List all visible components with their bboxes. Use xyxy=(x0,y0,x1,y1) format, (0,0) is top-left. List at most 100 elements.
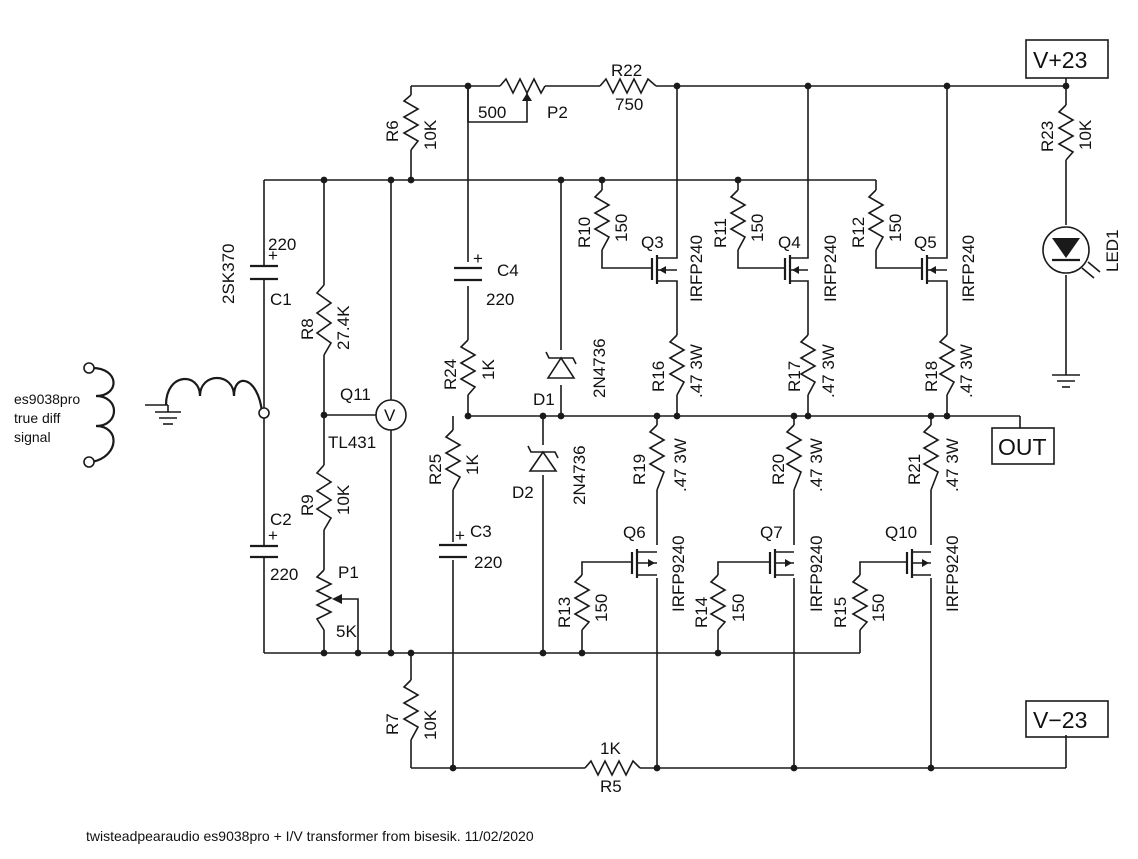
r10-value: 150 xyxy=(612,214,631,242)
p2-value: 500 xyxy=(478,103,506,122)
led1-label: LED1 xyxy=(1103,229,1122,272)
c1-symbol xyxy=(250,264,278,281)
capacitors: + + + + xyxy=(250,246,483,559)
r19-label: R19 xyxy=(630,454,649,485)
r23-value: 10K xyxy=(1076,119,1095,150)
c2-symbol xyxy=(250,544,278,559)
r18-value: .47 3W xyxy=(957,344,976,398)
led1-symbol xyxy=(1042,226,1101,279)
p2-label: P2 xyxy=(547,103,568,122)
q5-value: IRFP240 xyxy=(959,235,978,302)
r25-value: 1K xyxy=(463,454,482,475)
r7-label: R7 xyxy=(383,713,402,735)
r9-value: 10K xyxy=(334,484,353,515)
r6-label: R6 xyxy=(383,120,402,142)
q7-value: IRFP9240 xyxy=(807,535,826,612)
q3-symbol xyxy=(650,255,678,285)
c1-label: C1 xyxy=(270,290,292,309)
r5-symbol xyxy=(584,759,641,777)
q10-label: Q10 xyxy=(885,523,917,542)
r25-symbol xyxy=(444,429,462,491)
q6-value: IRFP9240 xyxy=(669,535,688,612)
r10-label: R10 xyxy=(575,217,594,248)
tl431-glyph: V xyxy=(384,406,396,425)
source-label-1: es9038pro xyxy=(14,391,80,407)
r23-label: R23 xyxy=(1038,121,1057,152)
zeners xyxy=(527,351,577,472)
r24-symbol xyxy=(459,339,477,396)
q5-symbol xyxy=(920,255,948,285)
r10-symbol xyxy=(593,189,611,251)
c3-label: C3 xyxy=(470,522,492,541)
d1-value: 2N4736 xyxy=(590,338,609,398)
junctions xyxy=(320,82,1070,772)
r12-label: R12 xyxy=(849,217,868,248)
r23-symbol xyxy=(1057,104,1075,161)
q5-label: Q5 xyxy=(914,233,937,252)
caption: twisteadpearaudio es9038pro + I/V transf… xyxy=(86,828,534,844)
r16-label: R16 xyxy=(649,361,668,392)
c4-label: C4 xyxy=(497,261,519,280)
d1-symbol xyxy=(545,351,577,379)
d2-symbol xyxy=(527,445,559,472)
r20-value: .47 3W xyxy=(807,438,826,492)
wires xyxy=(263,78,1067,769)
q4-label: Q4 xyxy=(778,233,801,252)
q7-label: Q7 xyxy=(760,523,783,542)
r16-symbol xyxy=(668,334,686,396)
q10-symbol xyxy=(905,549,931,578)
q10-value: IRFP9240 xyxy=(943,535,962,612)
r7-value: 10K xyxy=(421,709,440,740)
c4-symbol xyxy=(454,266,482,282)
r14-label: R14 xyxy=(692,597,711,628)
r17-label: R17 xyxy=(785,361,804,392)
r22-label: R22 xyxy=(611,61,642,80)
pmos-stage xyxy=(581,416,932,768)
q6-symbol xyxy=(630,549,657,578)
c3-plus: + xyxy=(455,526,465,545)
r25-label: R25 xyxy=(426,454,445,485)
source-label-3: signal xyxy=(14,429,51,445)
r22-symbol xyxy=(599,77,657,95)
jfet-label: 2SK370 xyxy=(219,244,238,305)
vminus-label: V−23 xyxy=(1033,707,1087,733)
c3-value: 220 xyxy=(474,553,502,572)
labels-rotated: R6 10K R7 10K R23 10K LED1 2SK370 R8 27.… xyxy=(219,119,1122,740)
c3-symbol xyxy=(439,543,467,559)
p2-symbol xyxy=(499,77,546,95)
r5-value: 1K xyxy=(600,739,621,758)
q11-label: Q11 xyxy=(340,385,371,404)
vplus-label: V+23 xyxy=(1033,47,1087,73)
resistors xyxy=(315,77,1075,777)
c4-plus: + xyxy=(473,249,483,268)
nmos-stage xyxy=(601,86,948,416)
r15-label: R15 xyxy=(831,597,850,628)
r11-label: R11 xyxy=(711,218,730,248)
r11-symbol xyxy=(729,189,747,251)
labels-horizontal: es9038pro true diff signal 500 P2 R22 75… xyxy=(14,61,937,844)
r17-symbol xyxy=(799,334,817,396)
r22-value: 750 xyxy=(615,95,643,114)
d2-label: D2 xyxy=(512,483,534,502)
r12-symbol xyxy=(867,189,885,251)
r21-value: .47 3W xyxy=(943,438,962,492)
r19-symbol xyxy=(648,424,666,491)
c1-value: 220 xyxy=(268,235,296,254)
terminals: V+23 OUT V−23 xyxy=(991,39,1109,738)
d2-value: 2N4736 xyxy=(570,445,589,505)
r14-value: 150 xyxy=(729,594,748,622)
r6-symbol xyxy=(402,94,420,151)
r7-symbol xyxy=(402,679,420,741)
ground-symbols xyxy=(145,374,1080,425)
r18-symbol xyxy=(938,334,956,396)
ground-led-icon xyxy=(1052,374,1080,388)
r24-label: R24 xyxy=(441,359,460,390)
r12-value: 150 xyxy=(886,214,905,242)
c1-plus: + xyxy=(268,246,278,265)
r15-symbol xyxy=(851,574,869,631)
q7-symbol xyxy=(768,549,794,578)
mosfets-p xyxy=(630,549,931,578)
r13-label: R13 xyxy=(555,597,574,628)
